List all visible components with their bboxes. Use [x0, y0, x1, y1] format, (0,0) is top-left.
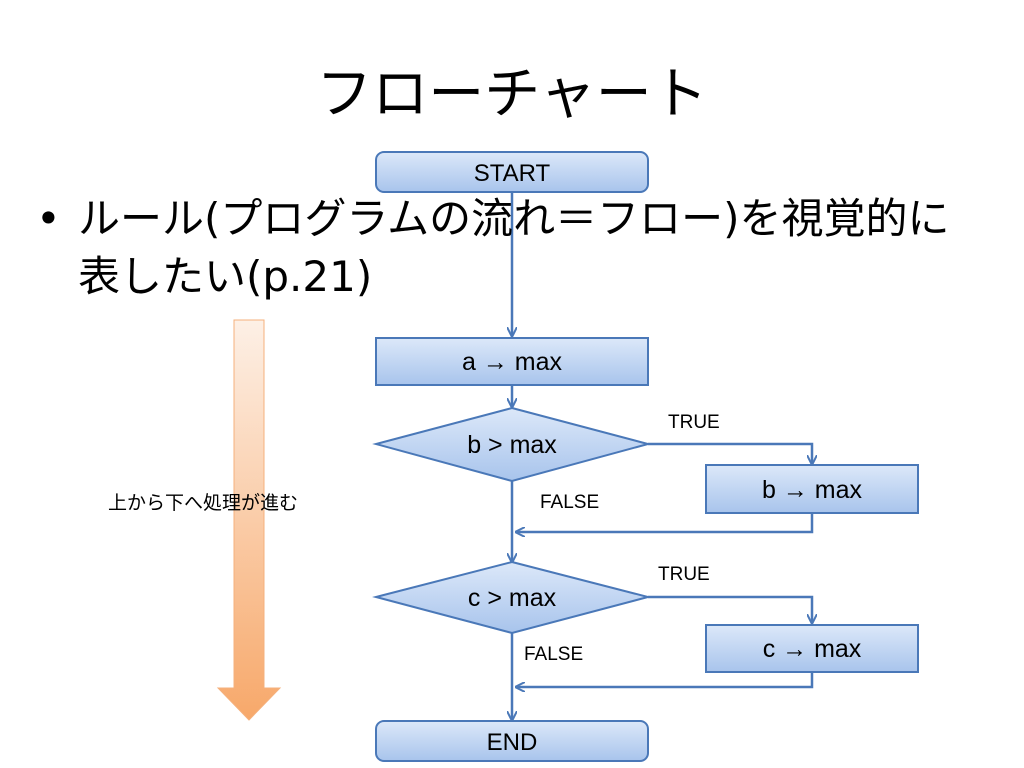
bullet-line-2: 表したい(p.21)	[78, 252, 373, 301]
false-label-b: FALSE	[540, 492, 599, 513]
process-a-to-max	[375, 337, 649, 386]
end-label: END	[487, 729, 538, 756]
connector-b-return	[516, 513, 814, 532]
connector-c-true	[648, 595, 812, 623]
false-label-c: FALSE	[524, 644, 583, 665]
direction-arrow	[216, 319, 282, 721]
true-label-c: TRUE	[658, 564, 710, 585]
process-b-to-max	[705, 464, 919, 514]
slide-title: フローチャート	[316, 62, 708, 127]
bullet-text: ルール(プログラムの流れ＝フロー)を視覚的に 表したい(p.21)	[78, 190, 1008, 306]
process-b-label: b → max	[762, 476, 863, 504]
decision-b-gt-max	[372, 406, 652, 483]
connector-c-return	[516, 672, 814, 687]
connector-b-true	[648, 442, 812, 464]
start-label: START	[474, 160, 551, 187]
direction-caption: 上から下へ処理が進む	[108, 492, 298, 514]
true-label-b: TRUE	[668, 412, 720, 433]
start-terminal	[375, 151, 649, 193]
process-c-label: c → max	[763, 635, 862, 663]
decision-b-label: b > max	[467, 431, 557, 459]
process-c-to-max	[705, 624, 919, 673]
decision-c-label: c > max	[468, 584, 557, 612]
bullet-marker: •	[36, 194, 61, 243]
end-terminal	[375, 720, 649, 762]
bullet-line-1: ルール(プログラムの流れ＝フロー)を視覚的に	[78, 194, 950, 243]
decision-c-gt-max	[372, 560, 652, 635]
process-a-label: a → max	[462, 348, 563, 376]
